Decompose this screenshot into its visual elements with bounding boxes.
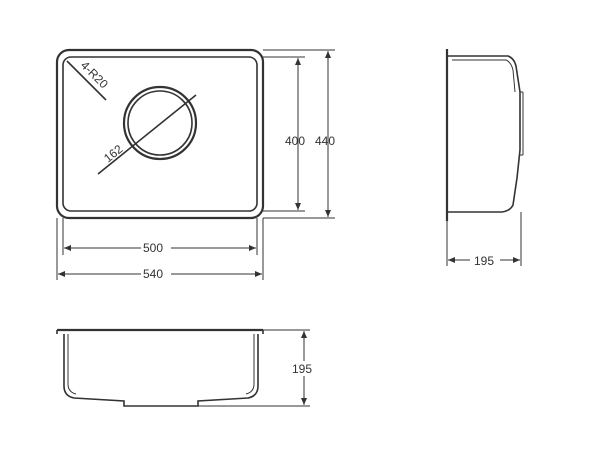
- side-view: 195: [445, 49, 524, 268]
- corner-radius-label: 4-R20: [78, 58, 111, 91]
- drain-inner-circle: [127, 90, 193, 156]
- outer-height-label: 440: [315, 134, 335, 148]
- outer-width-label: 540: [143, 267, 163, 281]
- front-depth-label: 195: [292, 362, 312, 376]
- side-bowl-inner: [452, 59, 516, 93]
- front-bowl-inner: [67, 334, 77, 395]
- height-dimensions: 400 440: [263, 49, 335, 219]
- drain-diameter-leader: [97, 94, 197, 175]
- front-bowl-profile: [63, 334, 259, 407]
- front-view: 195: [56, 328, 318, 407]
- outer-rim-outline: [55, 48, 265, 220]
- side-depth-label: 195: [474, 254, 494, 268]
- width-dimensions: 500 540: [56, 218, 264, 281]
- inner-bowl-outline: [62, 56, 258, 212]
- drain-outer-circle: [122, 85, 198, 161]
- top-view: 162 4-R20 400 440 500 540: [55, 48, 335, 281]
- corner-radius-leader: [66, 60, 107, 101]
- inner-width-label: 500: [143, 241, 163, 255]
- drain-diameter-label: 162: [101, 142, 126, 166]
- side-bowl-profile: [447, 55, 521, 213]
- inner-height-label: 400: [285, 134, 305, 148]
